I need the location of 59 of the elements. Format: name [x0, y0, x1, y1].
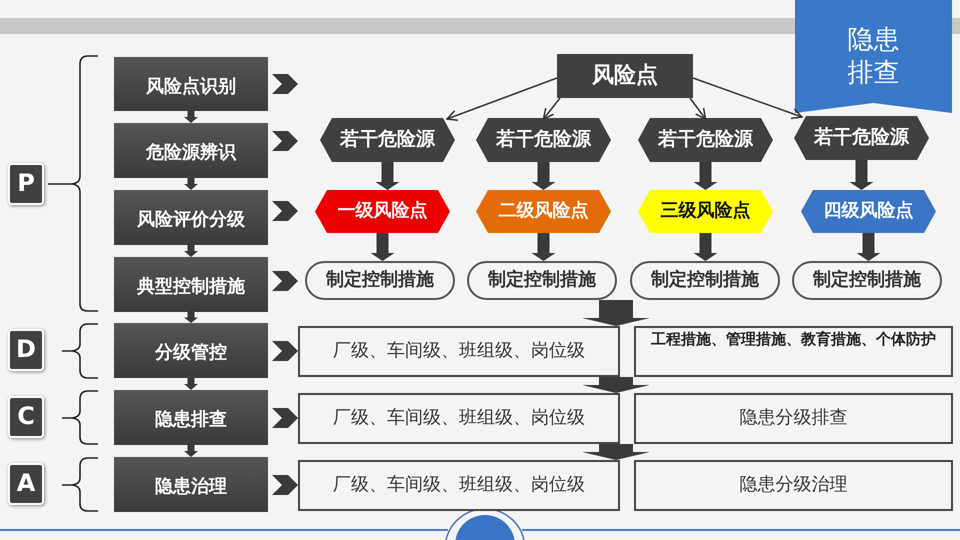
chevron-arrow [272, 341, 298, 361]
rounded-box: 制定控制措施 [467, 261, 617, 300]
hexagon-box: 若干危险源 [476, 118, 611, 162]
text-box: 工程措施、管理措施、教育措施、个体防护 [634, 326, 953, 377]
step-box: 危险源辨识 [114, 123, 268, 178]
title-box: 风险点 [557, 54, 693, 98]
block-arrow [184, 312, 198, 323]
letter-badge: C [8, 396, 44, 438]
hexagon-box: 二级风险点 [476, 190, 611, 233]
hexagon-box: 三级风险点 [638, 190, 773, 233]
hexagon-box: 四级风险点 [801, 190, 936, 233]
letter-badge: A [8, 463, 44, 505]
hexagon-box: 若干危险源 [638, 118, 773, 162]
arrow [542, 98, 561, 120]
block-arrow [694, 162, 718, 190]
chevron-arrow [272, 131, 298, 151]
block-arrow [370, 233, 394, 261]
letter-badge: D [8, 329, 44, 371]
step-box: 风险评价分级 [114, 190, 268, 245]
block-arrow [582, 300, 650, 326]
block-arrow [694, 233, 718, 261]
hexagon-box: 若干危险源 [794, 116, 929, 160]
block-arrow [582, 377, 650, 393]
rounded-box: 制定控制措施 [792, 261, 942, 300]
letter-badge: P [8, 163, 44, 205]
step-box: 隐患排查 [114, 390, 268, 445]
text-box: 厂级、车间级、班组级、岗位级 [298, 393, 620, 444]
block-arrow [582, 444, 650, 460]
step-box: 隐患治理 [114, 457, 268, 512]
text-box: 隐患分级排查 [634, 393, 953, 444]
arrow [689, 98, 706, 120]
rounded-box: 制定控制措施 [305, 261, 455, 300]
chevron-arrow [272, 271, 298, 291]
hexagon-box: 若干危险源 [320, 118, 455, 162]
step-box: 分级管控 [114, 323, 268, 378]
arrow [446, 77, 558, 121]
text-box: 隐患分级治理 [634, 460, 953, 511]
block-arrow [850, 160, 874, 190]
block-arrow [532, 233, 556, 261]
chevron-arrow [272, 475, 298, 495]
chevron-arrow [272, 74, 298, 94]
chevron-arrow [272, 201, 298, 221]
hexagon-box: 一级风险点 [315, 190, 450, 233]
text-box: 厂级、车间级、班组级、岗位级 [298, 326, 620, 377]
step-box: 典型控制措施 [114, 257, 268, 312]
block-arrow [856, 233, 880, 261]
block-arrow [532, 162, 556, 190]
rounded-box: 制定控制措施 [630, 261, 780, 300]
block-arrow [184, 111, 198, 123]
arrow [692, 77, 803, 120]
chevron-arrow [272, 408, 298, 428]
text-box: 厂级、车间级、班组级、岗位级 [298, 460, 620, 511]
block-arrow [184, 245, 198, 257]
ribbon-banner: 隐患排查 [795, 0, 952, 113]
block-arrow [184, 445, 198, 457]
block-arrow [376, 162, 400, 190]
block-arrow [184, 378, 198, 390]
step-box: 风险点识别 [114, 57, 268, 111]
block-arrow [184, 178, 198, 190]
